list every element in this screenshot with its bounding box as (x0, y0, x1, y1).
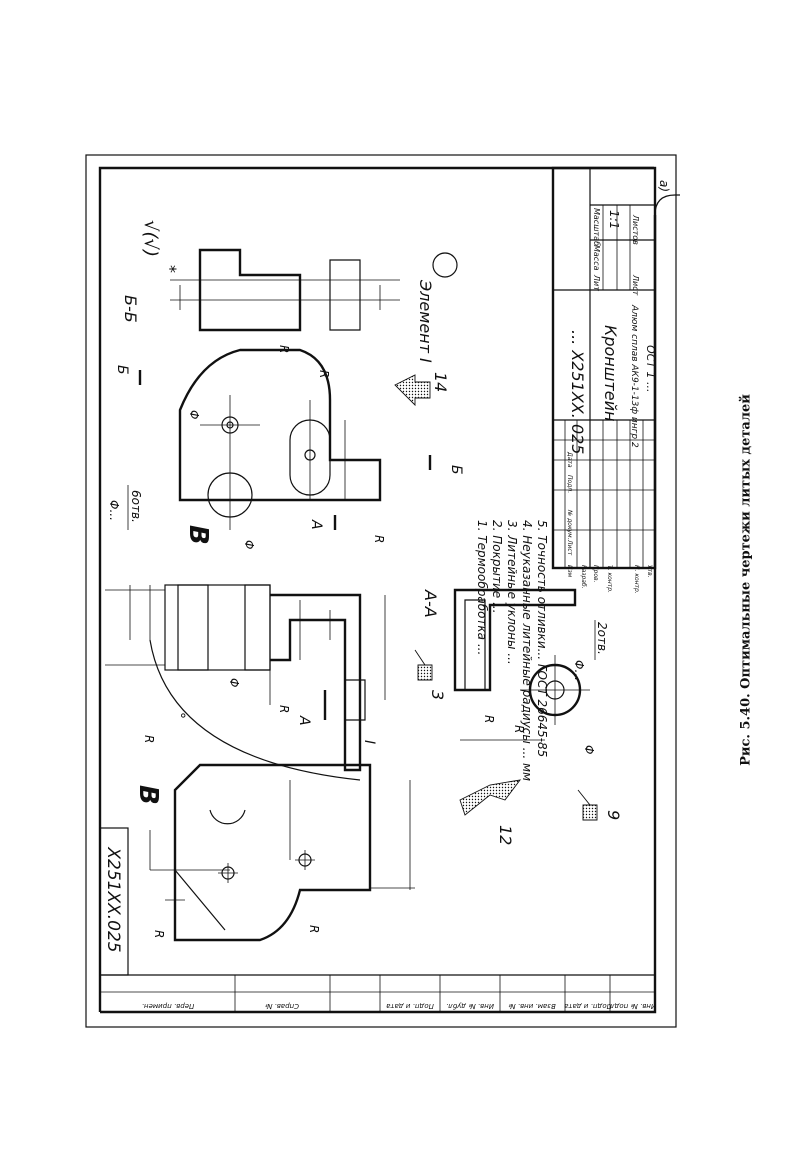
section-bb-label: Б-Б (121, 295, 140, 323)
element-label: Элемент (416, 279, 435, 354)
holes-2-label: 2отв. (595, 622, 609, 655)
top-diameter-2: Φ (187, 410, 201, 419)
note-5: 5. Точность отливки... ГОСТ 26645-85 (535, 520, 549, 757)
tb-masshtab: Масштаб (592, 208, 601, 246)
marker-12: 12 (496, 825, 515, 845)
tb-row-izm: Изм (566, 565, 573, 578)
note-1: 1. Термообработка ... (475, 520, 489, 655)
main-section-view: Φ R R А А I (105, 515, 386, 772)
tb-role-1: Разраб. (580, 565, 587, 589)
top-radius-2: R (317, 370, 331, 378)
main-diameter: Φ (227, 678, 241, 687)
top-diameter: Φ (242, 540, 256, 549)
technical-notes: 1. Термообработка ... 2. Покрытие ... 3.… (475, 520, 549, 781)
view-b: В R R R ° (133, 712, 415, 942)
tb-role-4: Н. контр. (633, 565, 640, 594)
tb-row-doc: № докум. (566, 509, 573, 540)
caption-text: Рис. 5.40. Оптимальные чертежи литых дет… (738, 394, 754, 766)
element-ref-mark: I (361, 740, 377, 744)
tb-role-5: Утв. (646, 565, 653, 578)
cut-b-top: Б (114, 365, 130, 375)
marker-9: 9 (604, 810, 623, 820)
tb-massa: Масса (592, 245, 601, 271)
star-mark: * (161, 265, 180, 273)
aa-radius-2: R (512, 725, 526, 733)
tb-lit: Лит (592, 274, 601, 291)
view-b-arrow-label: В (183, 525, 213, 545)
tb-designation: ... X251XX. 025 (568, 330, 587, 454)
tb-list: Лист (631, 274, 640, 296)
view-b-degree: ° (171, 712, 187, 719)
figure-caption: Рис. 5.40. Оптимальные чертежи литых дет… (731, 370, 761, 790)
side-strip: Перв. примен. Справ. № Подп. и дата Инв.… (100, 974, 656, 1012)
marker-3: 3 (428, 690, 447, 700)
section-bb: Б-Б * (121, 248, 400, 332)
strip-field-7: Инв. № подл. (608, 1002, 656, 1010)
tb-material-1: Алюм сплав АК9-1-13ф ингр 2 (629, 304, 639, 448)
strip-field-2: Справ. № (265, 1002, 299, 1010)
tb-scale-value: 1:1 (607, 210, 621, 229)
note-2: 2. Покрытие ... (490, 520, 504, 613)
tb-part-name: Кронштейн (601, 325, 620, 421)
roughness-symbol: √(√) (140, 220, 161, 257)
element-marker: Элемент I (416, 252, 458, 363)
strip-field-5: Взам. инв. № (508, 1002, 556, 1010)
aa-diameter: Φ (582, 745, 596, 754)
tb-row-list: Лист (566, 539, 573, 556)
marker-14: 14 (431, 372, 450, 392)
view-b-radius-2: R (307, 925, 321, 933)
corner-label: а) (657, 180, 671, 192)
title-block: ... X251XX. 025 Кронштейн Алюм сплав АК9… (551, 166, 657, 594)
view-b-label: В (133, 785, 163, 805)
tb-row-sign: Подп. (566, 475, 573, 493)
cut-a-bottom: А (296, 715, 312, 726)
section-aa: А-А Φ... 2отв. R R Φ (421, 588, 609, 754)
note-3: 3. Литейные уклоны ... (505, 520, 519, 665)
hole-dia-6: Φ... (107, 500, 121, 521)
top-radius-1: R (277, 345, 291, 353)
note-4: 4. Неуказанные литейные радиусы ... мм (520, 520, 534, 781)
aa-radius-1: R (482, 715, 496, 723)
strip-field-6: Подп. и дата (564, 1002, 612, 1010)
designation-stamp: X251XX.025 (99, 827, 129, 976)
tb-listov: Листов (631, 214, 640, 245)
arc-radius (149, 639, 361, 781)
tb-role-2: Пров. (592, 565, 599, 583)
tb-row-date: Дата (566, 451, 573, 468)
cut-b-bottom: Б (448, 465, 464, 475)
section-aa-label: А-А (421, 589, 440, 618)
element-roman: I (416, 358, 435, 363)
holes-6-label: 6отв. (129, 490, 143, 523)
main-radius-1: R (277, 705, 291, 713)
direction-arrows: 14 3 9 12 (394, 372, 623, 845)
main-radius-2: R (372, 535, 386, 543)
view-b-radius-3: R (142, 735, 156, 743)
top-view: Φ... 6отв. В Φ Φ R R Б Б (107, 345, 464, 549)
tb-role-3: Т. контр. (606, 565, 613, 593)
view-b-radius-1: R (152, 930, 166, 938)
strip-field-4: Инв. № дубл. (446, 1002, 494, 1010)
strip-field-3: Подп. и дата (386, 1002, 434, 1010)
stamp-text: X251XX.025 (103, 846, 123, 952)
cut-a-top: А (308, 519, 324, 530)
aa-hole-dia: Φ... (572, 660, 586, 681)
tb-material-2: ОСТ 1 ... (644, 345, 657, 393)
strip-field-1: Перв. примен. (142, 1002, 195, 1010)
